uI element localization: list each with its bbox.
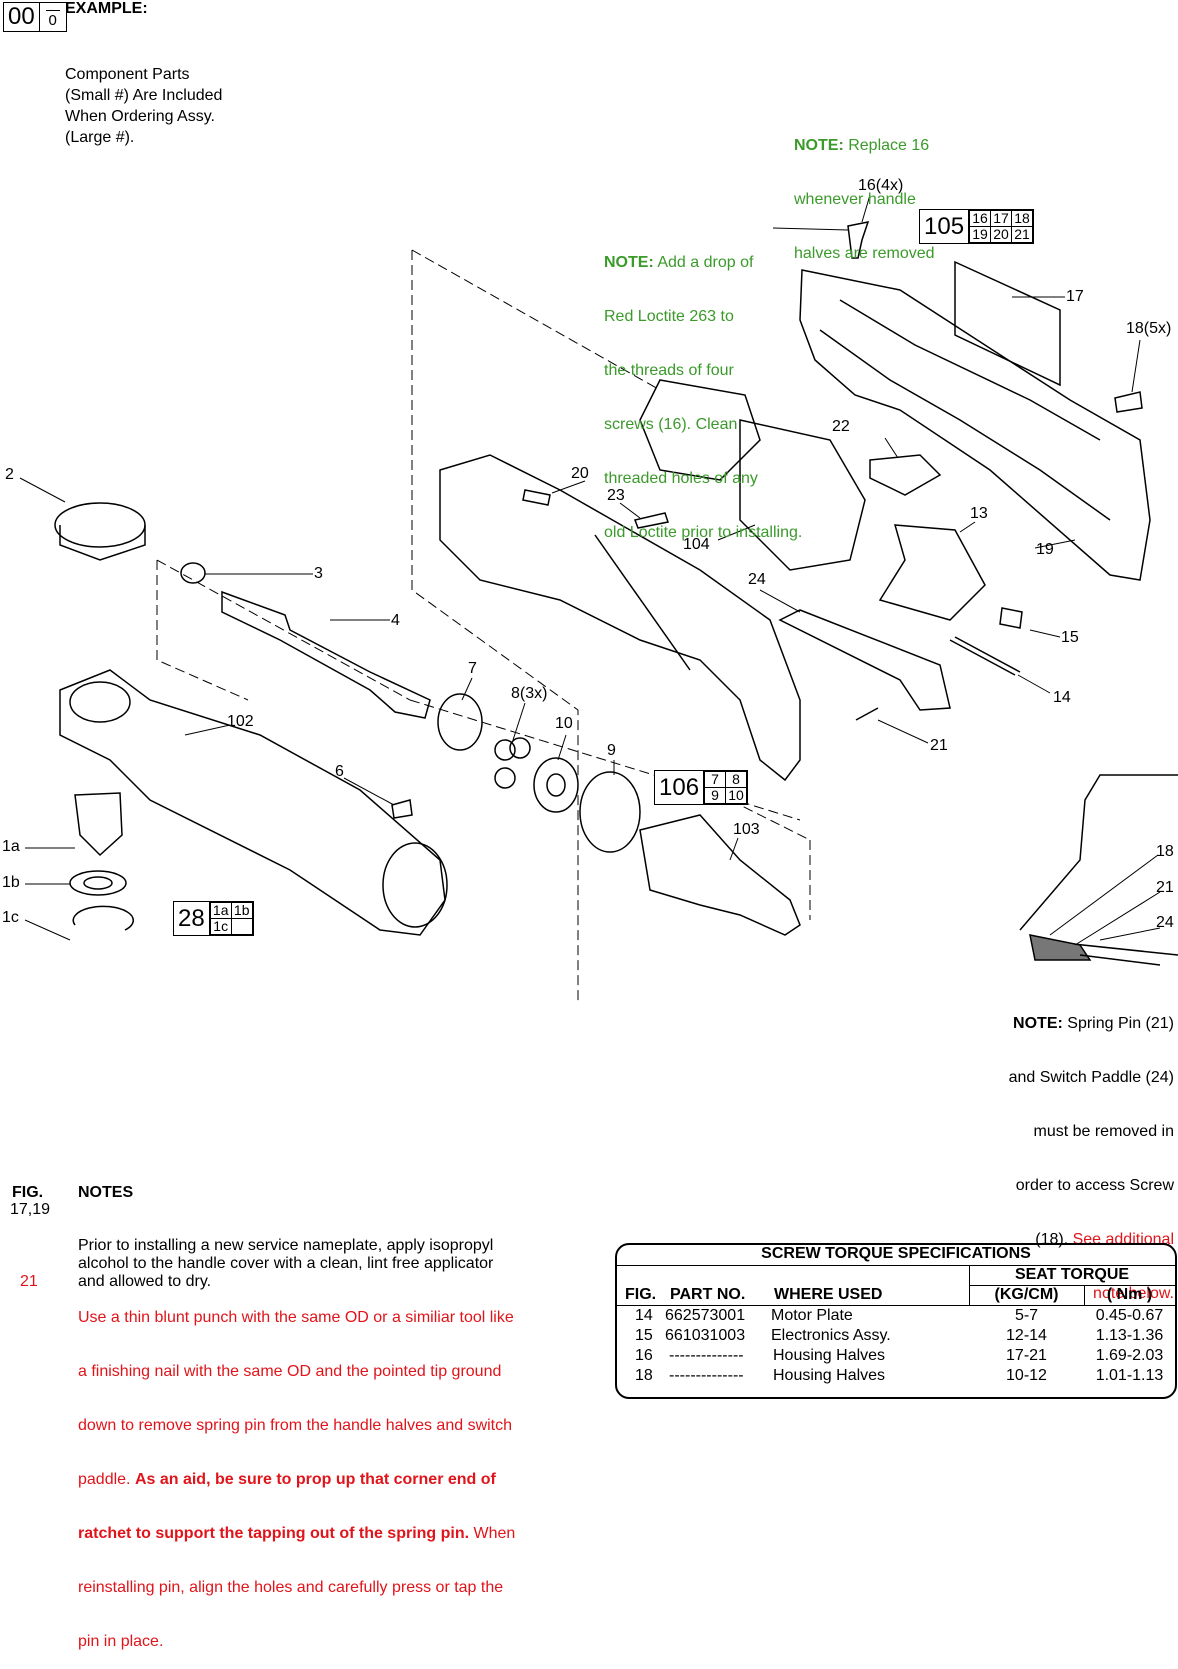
note-loctite: NOTE: Add a drop of Red Loctite 263 to t… xyxy=(604,254,803,541)
callout-14: 14 xyxy=(1053,689,1071,706)
callout-19: 19 xyxy=(1036,541,1054,558)
exploded-view-drawing xyxy=(19,194,1178,1005)
callout-23: 23 xyxy=(607,487,625,504)
callout-7: 7 xyxy=(468,660,477,677)
col-fig: FIG. xyxy=(625,1286,657,1303)
col-part-no: PART NO. xyxy=(670,1286,746,1303)
callout-1b: 1b xyxy=(2,874,20,891)
callout-10: 10 xyxy=(555,715,573,732)
callout-1a: 1a xyxy=(2,838,20,855)
callout-8: 8(3x) xyxy=(511,685,548,702)
callout-6: 6 xyxy=(335,763,344,780)
callout-1c: 1c xyxy=(2,909,19,926)
screw-torque-table: SCREW TORQUE SPECIFICATIONS SEAT TORQUE … xyxy=(615,1243,1177,1399)
callout-104: 104 xyxy=(683,536,710,553)
table-row: 14 662573001 Motor Plate 5-7 0.45-0.67 xyxy=(635,1307,1164,1324)
detail-callout-24: 24 xyxy=(1156,914,1174,931)
example-heading: EXAMPLE: xyxy=(65,0,148,17)
callout-24: 24 xyxy=(748,571,766,588)
col-nm: ( Nm ) xyxy=(1106,1286,1153,1303)
callout-16: 16(4x) xyxy=(858,177,904,194)
assembly-number: 28 xyxy=(174,902,210,935)
table-row: 16 -------------- Housing Halves 17-21 1… xyxy=(635,1347,1164,1364)
callout-18: 18(5x) xyxy=(1126,320,1172,337)
example-big-number: 00 xyxy=(4,3,40,31)
example-small-number: 0 xyxy=(48,12,57,29)
callout-15: 15 xyxy=(1061,629,1079,646)
torque-title: SCREW TORQUE SPECIFICATIONS xyxy=(761,1245,1031,1262)
callout-3: 3 xyxy=(314,565,323,582)
callout-17: 17 xyxy=(1066,288,1084,305)
seat-torque-header: SEAT TORQUE xyxy=(1014,1266,1130,1283)
col-where-used: WHERE USED xyxy=(774,1286,883,1303)
col-kgcm: (KG/CM) xyxy=(994,1286,1059,1303)
callout-20: 20 xyxy=(571,465,589,482)
notes-header: NOTES xyxy=(78,1184,134,1201)
table-row: 15 661031003 Electronics Assy. 12-14 1.1… xyxy=(635,1327,1164,1344)
note1-fig: 17,19 xyxy=(10,1201,51,1218)
example-legend-box: 00 0 xyxy=(3,2,67,32)
callout-2: 2 xyxy=(5,466,14,483)
assembly-number: 105 xyxy=(920,210,970,243)
detail-callout-21: 21 xyxy=(1156,879,1174,896)
note2-text: Use a thin blunt punch with the same OD … xyxy=(78,1309,516,1650)
note2-fig: 21 xyxy=(20,1273,38,1290)
callout-22: 22 xyxy=(832,418,850,435)
note-replace-16: NOTE: Replace 16 whenever handle halves … xyxy=(794,137,935,262)
table-row: 18 -------------- Housing Halves 10-12 1… xyxy=(635,1367,1164,1384)
callout-103: 103 xyxy=(733,821,760,838)
assembly-number: 106 xyxy=(655,771,705,804)
callout-9: 9 xyxy=(607,742,616,759)
callout-21: 21 xyxy=(930,737,948,754)
notes-fig-header: FIG. xyxy=(12,1184,44,1201)
callout-13: 13 xyxy=(970,505,988,522)
callout-102: 102 xyxy=(227,713,254,730)
callout-4: 4 xyxy=(391,612,400,629)
detail-callout-18: 18 xyxy=(1156,843,1174,860)
note1-text: Prior to installing a new service namepl… xyxy=(78,1237,494,1290)
